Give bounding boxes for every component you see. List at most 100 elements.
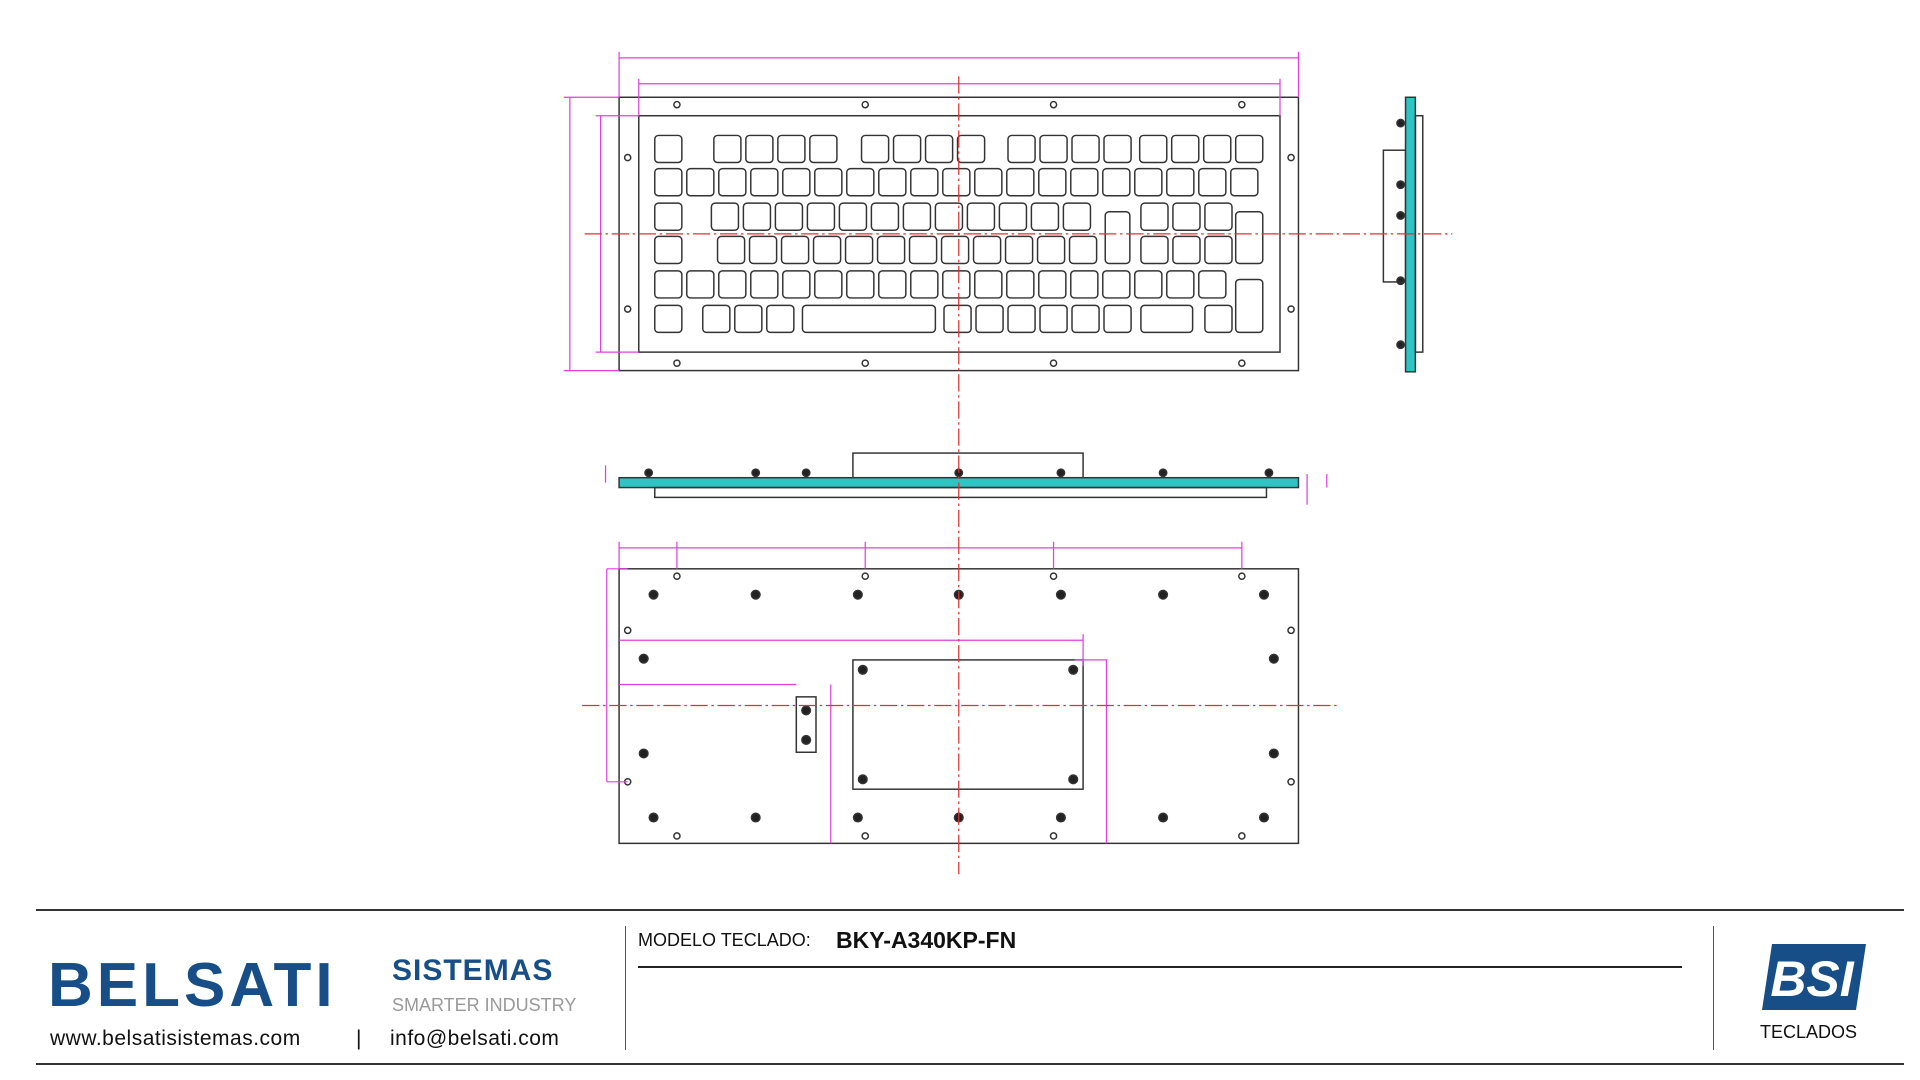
key-outline: [814, 270, 843, 299]
key-outline: [846, 270, 875, 299]
key-outline: [1198, 167, 1227, 197]
key-outline: [766, 304, 795, 334]
hole-icon: [1287, 777, 1295, 786]
key-outline: [1234, 134, 1264, 164]
key-outline: [748, 235, 778, 265]
key-outline: [1134, 270, 1163, 299]
hole-icon: [1049, 572, 1058, 581]
bottom-view-connector: [795, 696, 817, 753]
front-view-box: [852, 452, 1084, 479]
hole-icon: [1049, 359, 1058, 368]
email-link[interactable]: info@belsati.com: [390, 1027, 560, 1050]
key-outline: [998, 202, 1028, 231]
key-outline: [902, 202, 932, 231]
mounting-holes: [623, 100, 1406, 840]
key-outline: [1172, 202, 1201, 231]
hole-icon: [861, 359, 870, 368]
key-outline: [1166, 270, 1195, 299]
key-outline: [814, 167, 843, 197]
hole-icon: [1068, 664, 1079, 675]
key-outline: [686, 167, 715, 197]
hole-icon: [1287, 626, 1295, 635]
key-outline: [745, 134, 774, 164]
hole-icon: [1238, 832, 1246, 840]
key-outline: [943, 304, 972, 334]
key-outline: [809, 134, 838, 164]
hole-icon: [638, 653, 649, 664]
hole-icon: [1396, 180, 1406, 190]
key-outline: [910, 167, 939, 197]
hole-icon: [673, 572, 681, 581]
key-outline: [1070, 270, 1099, 299]
key-outline: [1102, 270, 1131, 299]
center-lines: [582, 76, 1453, 875]
hole-icon: [801, 734, 812, 745]
key-outline: [844, 235, 874, 265]
key-outline: [1006, 167, 1035, 197]
key-outline: [1030, 202, 1060, 231]
key-outline: [702, 304, 731, 334]
brand-name: BELSATI: [48, 951, 337, 1020]
key-outline: [1140, 202, 1169, 231]
key-outline: [1007, 304, 1036, 334]
key-outline: [654, 202, 683, 231]
hole-icon: [1396, 276, 1406, 286]
key-outline: [686, 270, 715, 299]
key-outline: [1039, 304, 1068, 334]
dimension-lines: [563, 51, 1328, 844]
key-outline: [1170, 134, 1200, 164]
contact-separator: |: [356, 1027, 362, 1050]
key-outline: [892, 134, 922, 164]
key-outline: [876, 235, 906, 265]
key-outline: [1103, 134, 1132, 164]
hole-icon: [623, 626, 632, 635]
key-outline: [1172, 235, 1201, 265]
bottom-view-controller: [852, 659, 1084, 790]
hole-icon: [751, 468, 761, 478]
key-outline: [716, 235, 746, 265]
key-outline: [1234, 278, 1264, 334]
key-outline: [846, 167, 875, 197]
hole-icon: [1396, 118, 1406, 128]
hole-icon: [861, 832, 870, 840]
hole-icon: [1396, 340, 1406, 350]
key-outline: [1104, 211, 1131, 265]
key-outline: [1204, 235, 1233, 265]
key-outline: [1038, 270, 1067, 299]
key-outline: [838, 202, 868, 231]
svg-text:BSI: BSI: [1770, 951, 1854, 1007]
hole-icon: [1268, 748, 1279, 759]
key-outline: [654, 235, 683, 265]
key-outline: [870, 202, 900, 231]
keyboard-technical-drawing: [563, 51, 1453, 875]
key-outline: [1234, 211, 1264, 265]
key-outline: [774, 202, 804, 231]
key-outline: [934, 202, 964, 231]
hole-icon: [638, 748, 649, 759]
hole-icon: [1056, 468, 1066, 478]
model-value: BKY-A340KP-FN: [836, 927, 1017, 953]
key-outline: [966, 202, 996, 231]
key-outline: [974, 270, 1003, 299]
hole-icon: [648, 589, 659, 600]
key-outline: [1140, 304, 1194, 334]
hole-icon: [857, 664, 868, 675]
hole-icon: [1396, 211, 1406, 220]
key-outline: [878, 167, 907, 197]
key-outline: [1068, 235, 1098, 265]
hole-icon: [1268, 653, 1279, 664]
hole-icon: [1238, 100, 1246, 109]
key-outline: [710, 202, 740, 231]
footer-bottom-rule: [36, 1063, 1904, 1065]
hole-icon: [623, 305, 632, 313]
hole-icon: [1068, 774, 1079, 785]
hole-icon: [857, 774, 868, 785]
key-outline: [1071, 134, 1100, 164]
key-outline: [742, 202, 772, 231]
key-outline: [1006, 270, 1035, 299]
hole-icon: [673, 359, 681, 368]
website-link[interactable]: www.belsatisistemas.com: [50, 1027, 301, 1050]
key-outline: [1140, 235, 1169, 265]
hole-icon: [1158, 468, 1168, 478]
key-outline: [654, 167, 683, 197]
